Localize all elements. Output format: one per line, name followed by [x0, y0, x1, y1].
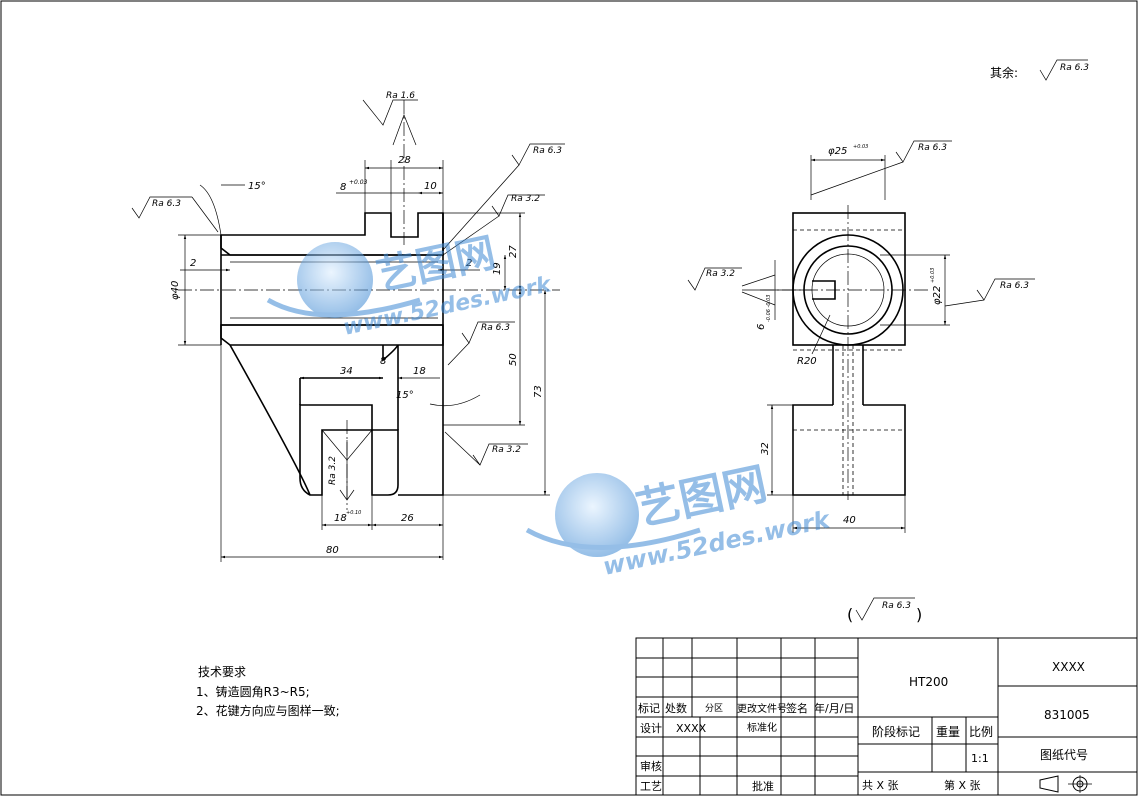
tb-approve-label: 批准 — [752, 779, 774, 793]
dim-8b: 8 — [380, 356, 386, 367]
tb-sheet-no: 第 X 张 — [944, 778, 981, 792]
dim-18b-tol: +0.10 — [346, 510, 361, 516]
svg-text:Ra 6.3: Ra 6.3 — [1000, 281, 1029, 291]
tb-label-count: 处数 — [665, 702, 687, 715]
tb-sheets: 共 X 张 — [862, 779, 899, 792]
tb-label-zone: 分区 — [705, 703, 723, 714]
dim-15a: 15° — [248, 181, 266, 192]
tb-label-mark: 标记 — [638, 701, 660, 715]
roughness-ra63-left: Ra 6.3 — [131, 196, 219, 233]
dim-dia22: φ22 — [932, 286, 943, 305]
tb-scale-value: 1:1 — [971, 752, 989, 765]
hatch-top-wall — [220, 212, 444, 256]
tb-standard-label: 标准化 — [747, 721, 777, 734]
dim-6: 6 — [756, 324, 767, 330]
dim-32: 32 — [760, 442, 771, 455]
svg-text:Ra 3.2: Ra 3.2 — [511, 194, 540, 204]
tb-stage-label: 阶段标记 — [872, 724, 920, 739]
roughness-ra32-bot: Ra 3.2 — [444, 431, 528, 466]
svg-text:): ) — [916, 605, 922, 624]
roughness-ra32-vee: Ra 3.2 — [328, 440, 355, 501]
note-item-2: 2、花键方向应与图样一致; — [196, 703, 340, 718]
tb-process-label: 工艺 — [640, 780, 662, 793]
dim-27: 27 — [508, 245, 519, 258]
dim-6-tol: -0.06 -0.03 — [766, 295, 772, 322]
svg-text:(: ( — [847, 605, 853, 624]
dim-19: 19 — [492, 262, 503, 275]
dim-8: 8 — [340, 182, 346, 193]
roughness-ra16: Ra 1.6 — [362, 91, 418, 146]
hatch-lower-arm — [299, 404, 373, 496]
hatch-lower-arm-right — [371, 429, 399, 496]
dim-80: 80 — [326, 545, 339, 556]
remaining-roughness-symbol: Ra 6.3 — [1039, 59, 1089, 81]
tb-design-label: 设计 — [640, 722, 662, 735]
svg-text:Ra 6.3: Ra 6.3 — [918, 143, 947, 153]
roughness-ra32-side: Ra 3.2 — [687, 267, 812, 306]
dim-40b: 40 — [843, 515, 856, 526]
dim-r20: R20 — [797, 356, 817, 367]
dim-dia22-tol: +0.03 — [930, 268, 936, 283]
dim-8-tol: +0.03 — [349, 179, 368, 186]
tb-label-change-doc: 更改文件号 — [737, 702, 787, 715]
roughness-ra63-top: Ra 6.3 — [442, 143, 565, 251]
tb-company: XXXX — [1052, 660, 1085, 674]
svg-text:Ra 3.2: Ra 3.2 — [706, 269, 735, 279]
roughness-ra63-side-right: Ra 6.3 — [944, 278, 1035, 307]
notes-title: 技术要求 — [198, 665, 246, 679]
dim-18b: 18 — [334, 513, 347, 524]
dim-2b: 2 — [466, 258, 472, 269]
svg-text:Ra 6.3: Ra 6.3 — [1060, 63, 1089, 73]
watermark-2: 艺图网 www.52des.work — [525, 458, 834, 581]
dim-50: 50 — [508, 353, 519, 366]
tb-weight-label: 重量 — [936, 725, 960, 739]
tb-design-value: XXXX — [676, 722, 707, 735]
svg-text:Ra 3.2: Ra 3.2 — [492, 445, 521, 455]
dim-26: 26 — [401, 513, 414, 524]
dim-2a: 2 — [190, 258, 196, 269]
dim-dia25: φ25 — [828, 146, 847, 157]
dim-73: 73 — [533, 385, 544, 398]
front-section-view: 28 10 8 +0.03 φ40 2 2 19 27 50 73 34 8 1… — [131, 91, 565, 562]
dim-18: 18 — [413, 366, 426, 377]
side-view: φ25 +0.03 φ22 +0.03 6 -0.06 -0.03 R20 32… — [687, 140, 1035, 533]
svg-text:Ra 6.3: Ra 6.3 — [882, 601, 911, 611]
tb-material: HT200 — [909, 675, 948, 689]
svg-text:Ra 1.6: Ra 1.6 — [386, 91, 415, 101]
svg-text:Ra 6.3: Ra 6.3 — [481, 323, 510, 333]
projection-symbol-icon — [1039, 775, 1092, 793]
dim-34: 34 — [340, 366, 353, 377]
dim-dia25-tol: +0.03 — [853, 144, 868, 150]
tb-drawing-code-label: 图纸代号 — [1040, 748, 1088, 762]
tb-scale-label: 比例 — [969, 725, 993, 739]
remaining-roughness-label: 其余: — [990, 65, 1018, 80]
bracket-roughness: ( Ra 6.3 ) — [847, 597, 922, 624]
roughness-ra63-side-top: Ra 6.3 — [810, 140, 952, 196]
tb-label-sign: 签名 — [786, 701, 808, 715]
dim-15b: 15° — [396, 390, 414, 401]
dim-dia40: φ40 — [170, 281, 181, 300]
title-block: 标记 处数 分区 更改文件号 签名 年/月/日 设计 XXXX 标准化 审核 工… — [635, 637, 1138, 796]
tb-review-label: 审核 — [640, 759, 662, 773]
hatch-bottom-wall — [220, 324, 444, 346]
roughness-ra32-top: Ra 3.2 — [442, 194, 545, 256]
roughness-ra63-mid: Ra 6.3 — [447, 321, 515, 366]
tb-label-date: 年/月/日 — [814, 701, 854, 715]
svg-text:Ra 3.2: Ra 3.2 — [328, 456, 338, 485]
note-item-1: 1、铸造圆角R3~R5; — [196, 684, 310, 699]
tb-drawing-no: 831005 — [1044, 708, 1090, 722]
svg-text:Ra 6.3: Ra 6.3 — [533, 146, 562, 156]
svg-text:Ra 6.3: Ra 6.3 — [152, 199, 181, 209]
dim-10: 10 — [424, 181, 437, 192]
dim-28: 28 — [398, 155, 411, 166]
